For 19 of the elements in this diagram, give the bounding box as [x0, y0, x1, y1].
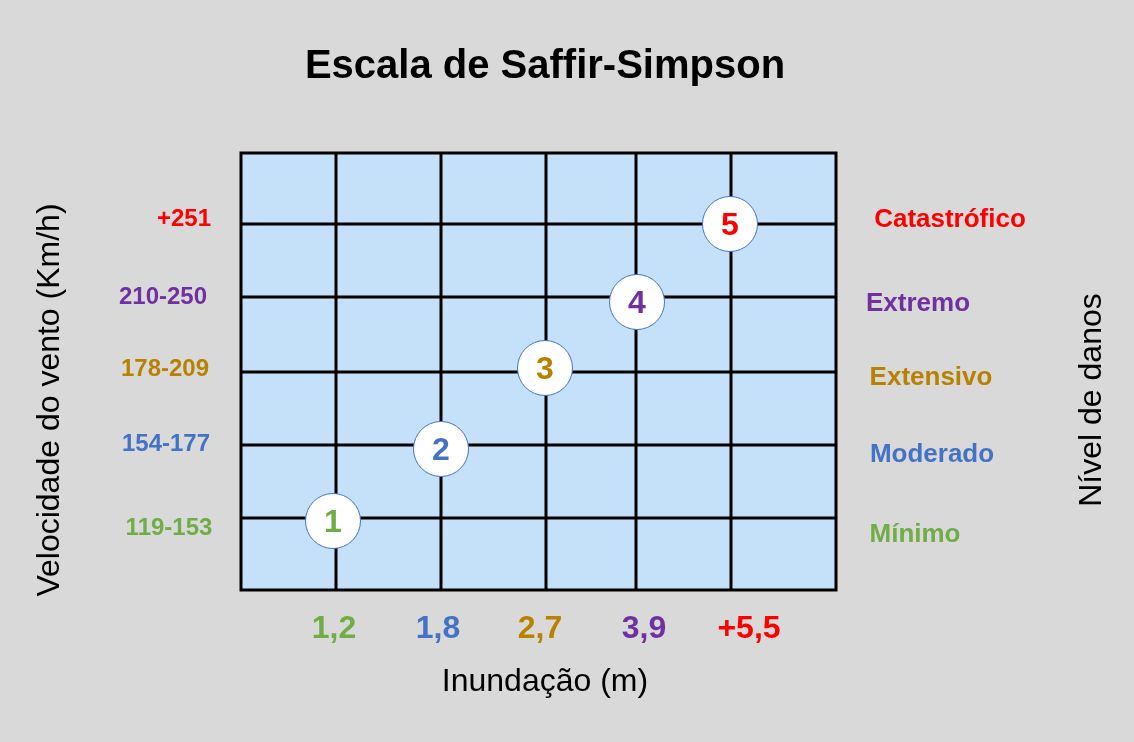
chart-title: Escala de Saffir-Simpson	[303, 44, 787, 84]
tick-label: 210-250	[118, 284, 208, 308]
tick-label: 178-209	[120, 356, 210, 380]
tick-label: 2,7	[517, 611, 563, 643]
axis-title: Inundação (m)	[441, 664, 649, 696]
category-label: Catastrófico	[874, 205, 1026, 231]
category-label: Mínimo	[869, 520, 961, 546]
tick-label: 3,9	[621, 611, 667, 643]
axis-title: Velocidade do vento (Km/h)	[32, 203, 64, 597]
axis-title: Nível de danos	[1074, 293, 1106, 507]
tick-label: +251	[156, 206, 212, 230]
tick-label: 1,2	[311, 611, 357, 643]
category-label: Extremo	[866, 289, 970, 315]
category-label: Extensivo	[869, 363, 993, 389]
tick-label: 154-177	[121, 431, 211, 455]
tick-label: 1,8	[415, 611, 461, 643]
tick-label: 119-153	[125, 515, 213, 539]
tick-label: +5,5	[717, 611, 781, 643]
category-label: Moderado	[869, 440, 995, 466]
